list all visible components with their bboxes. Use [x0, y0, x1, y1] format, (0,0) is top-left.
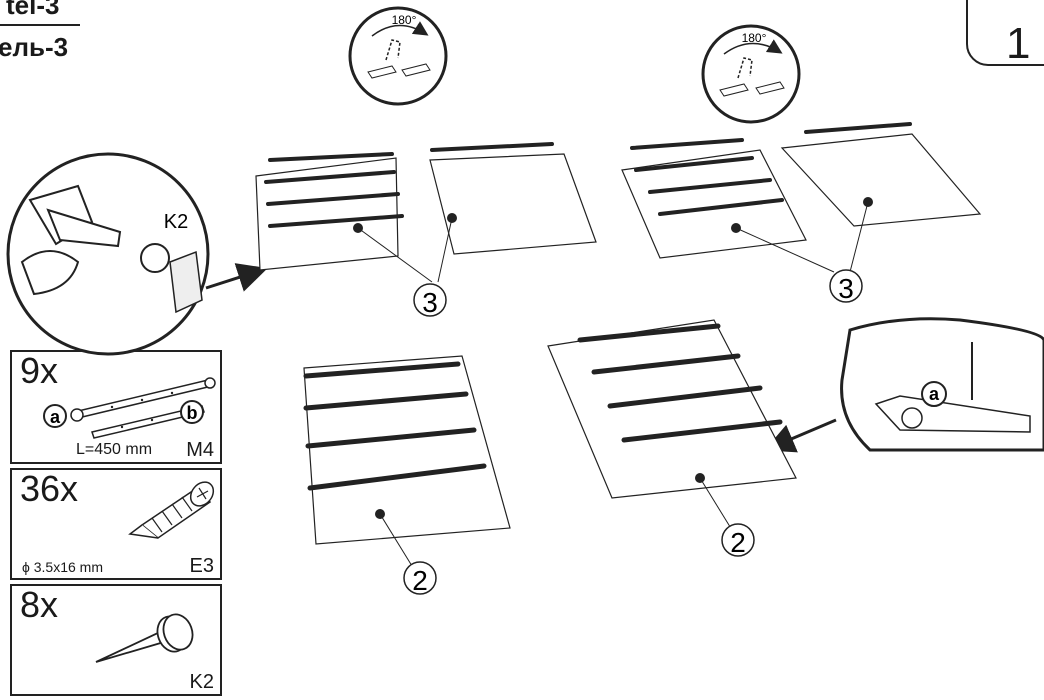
rail-label-a: a — [50, 407, 61, 427]
part-qty: 36x — [20, 468, 79, 509]
part-box-k2: 8x K2 — [10, 584, 222, 696]
detail-label-a: a — [929, 384, 940, 404]
title-divider — [0, 24, 80, 26]
panel-number: 3 — [422, 287, 438, 318]
rotate-angle-label: 180° — [742, 31, 767, 45]
rotate-callout-right: 180° — [701, 24, 801, 124]
panel-number: 3 — [838, 273, 854, 304]
title-line-2: ель-3 — [0, 32, 69, 62]
rotate-callout-left: 180° — [348, 6, 448, 106]
panel-number: 2 — [730, 527, 746, 558]
detail-callout-a: a — [764, 317, 1044, 453]
screw-icon — [128, 481, 215, 539]
panel-back-left: 3 — [255, 142, 597, 318]
part-qty: 8x — [20, 584, 59, 625]
part-spec: ϕ 3.5x16 mm — [22, 559, 103, 575]
slide-rail-icon: a b — [43, 377, 216, 439]
hammer-tool-label: K2 — [164, 211, 188, 233]
part-code: K2 — [189, 671, 214, 693]
nail-icon — [95, 613, 194, 663]
part-box-m4: 9x a b L=450 mm M4 — [10, 350, 222, 464]
step-number: 1 — [966, 0, 1044, 68]
part-qty: 9x — [20, 350, 59, 391]
rotate-angle-label: 180° — [392, 13, 417, 27]
panel-back-right: 3 — [621, 122, 982, 304]
part-code: M4 — [186, 439, 214, 461]
panel-number: 2 — [412, 565, 428, 596]
panel-front-left: 2 — [303, 355, 511, 596]
panel-front-right: 2 — [547, 319, 797, 558]
part-box-e3: 36x ϕ 3.5x16 mm E3 — [10, 468, 222, 580]
hammer-callout: K2 — [6, 152, 268, 356]
part-code: E3 — [189, 555, 214, 577]
title-line-1: tel-3 — [6, 0, 60, 20]
part-spec: L=450 mm — [76, 441, 153, 458]
rail-label-b: b — [187, 403, 198, 423]
